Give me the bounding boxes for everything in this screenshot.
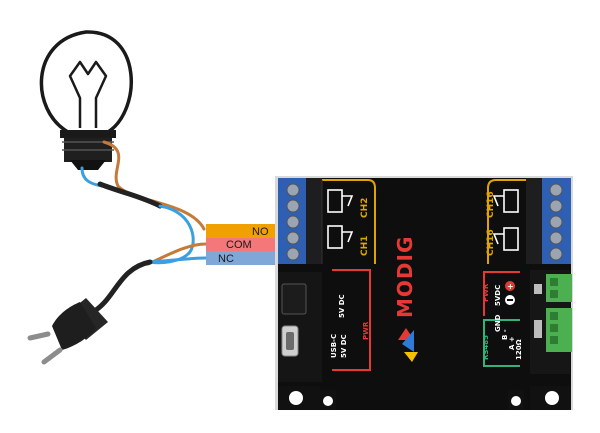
ch2-label: CH2 [360,198,370,218]
bus-a-label: A + [508,336,516,350]
nc-label: NC [218,253,234,265]
relay-board: CH2 CH1 CH16 CH16 MODIG [275,176,573,410]
right-terminal-block [526,178,571,264]
light-bulb-icon [39,30,133,170]
relay-channels-left: CH2 CH1 [321,179,376,264]
com-terminal [206,238,278,251]
no-terminal [206,224,278,238]
right-connectors [530,270,572,374]
usb-rating: 5V DC [340,334,348,358]
power-out-connector [546,274,572,302]
rs485-section: PWR 5VDC + RS485 GND B - A + 120Ω [482,271,523,367]
pwr-label: PWR [362,321,370,340]
left-terminal-block [278,178,322,264]
rs485-connector [546,308,572,352]
bus-term-label: 120Ω [515,339,523,360]
usb-label: USB-C [330,334,338,358]
pwr-rating: 5V DC [338,294,346,318]
pwr-out-rating: 5VDC [494,285,502,306]
svg-text:+: + [507,282,514,291]
nc-terminal [206,251,278,265]
barrel-jack [281,283,307,315]
ch16-bottom-label: CH16 [486,229,496,256]
ch16-top-label: CH16 [486,191,496,218]
power-plug-icon [27,298,108,365]
com-label: COM [226,239,252,251]
brand-name: MODIG [393,236,417,318]
relay-channels-right: CH16 CH16 [486,179,526,264]
ch1-label: CH1 [360,236,370,256]
bus-gnd-label: GND [494,314,502,332]
bulb-wires [80,140,208,313]
modig-logo: MODIG [393,236,418,362]
terminal-labels: NO COM NC [206,224,278,265]
board-mounting-feet [278,386,571,410]
rs485-label: RS485 [482,335,490,360]
pwr-out-label: PWR [482,283,490,302]
no-label: NO [252,226,269,238]
bus-b-label: B - [501,329,509,340]
positive-terminal-icon [505,281,515,291]
power-input-section: 5V DC USB-C 5V DC PWR [278,269,371,382]
